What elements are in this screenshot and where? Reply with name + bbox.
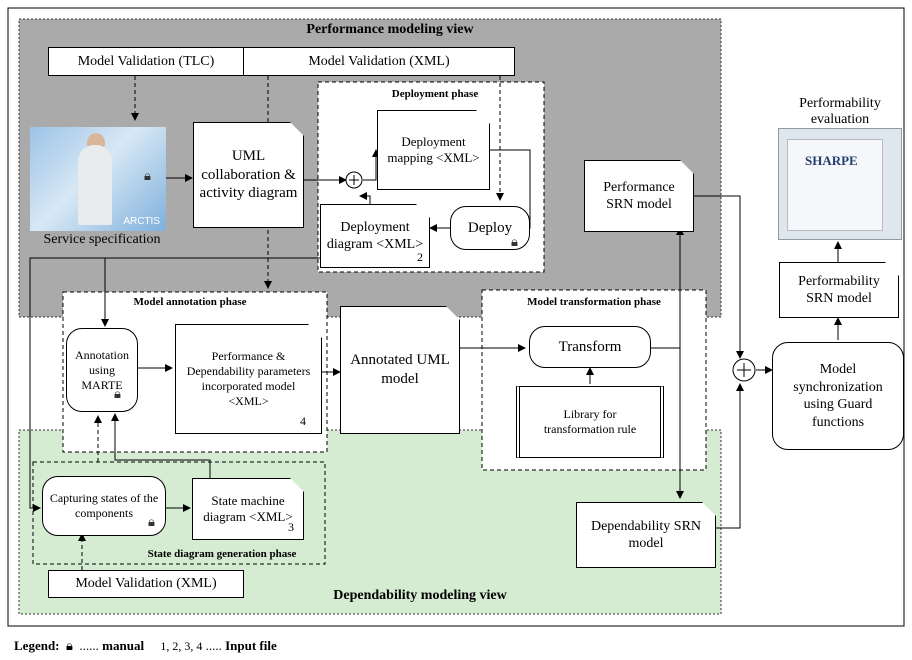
deployment-mapping-doc: Deployment mapping <XML> bbox=[377, 110, 490, 190]
service-specification-label: Service specification bbox=[43, 232, 161, 247]
performance-view-title: Performance modeling view bbox=[306, 22, 474, 37]
transformation-phase-title: Model transformation phase bbox=[527, 296, 661, 308]
service-specification-image: ARCTIS bbox=[30, 127, 166, 231]
legend-prefix: Legend: bbox=[14, 638, 60, 653]
performance-srn-doc: Performance SRN model bbox=[584, 160, 694, 232]
transform-box: Transform bbox=[529, 326, 651, 368]
dependability-srn-doc: Dependability SRN model bbox=[576, 502, 716, 568]
arctis-logo-text: ARCTIS bbox=[123, 216, 160, 227]
annotated-uml-doc: Annotated UML model bbox=[340, 306, 460, 434]
plus-join-deploy bbox=[345, 171, 363, 189]
capturing-states-box: Capturing states of the components bbox=[42, 476, 166, 536]
performability-srn-doc: Performability SRN model bbox=[779, 262, 899, 318]
legend-input-dots: ..... bbox=[205, 638, 222, 653]
manual-lock-icon: 🔒︎ bbox=[114, 386, 121, 401]
input-number-4: 4 bbox=[300, 414, 306, 428]
legend: Legend: 🔒︎ ...... manual 1, 2, 3, 4 ....… bbox=[14, 638, 277, 654]
deployment-diagram-doc: Deployment diagram <XML> bbox=[320, 204, 430, 268]
legend-numbers: 1, 2, 3, 4 bbox=[160, 639, 203, 653]
validation-tlc-box: Model Validation (TLC) bbox=[48, 47, 244, 76]
input-number-3: 3 bbox=[288, 520, 294, 534]
legend-lock-icon: 🔒︎ bbox=[62, 638, 77, 653]
validation-xml-bottom-box: Model Validation (XML) bbox=[48, 570, 244, 598]
input-number-2: 2 bbox=[417, 250, 423, 264]
legend-manual-dots: ...... bbox=[79, 638, 99, 653]
arrow-state-to-annotation bbox=[111, 413, 211, 478]
arrow-plus-to-mapping bbox=[363, 149, 380, 181]
state-phase-region bbox=[32, 461, 326, 565]
uml-collaboration-doc: UML collaboration & activity diagram bbox=[193, 122, 304, 228]
plus-join-sync bbox=[732, 358, 756, 382]
deploy-box: Deploy bbox=[450, 206, 530, 250]
arrow-perf-srn-to-plus bbox=[694, 195, 744, 359]
state-machine-doc: State machine diagram <XML> bbox=[192, 478, 304, 540]
library-box: Library for transformation rule bbox=[516, 386, 664, 458]
sharpe-screenshot: SHARPE bbox=[778, 128, 902, 240]
dependability-view-title: Dependability modeling view bbox=[333, 588, 507, 603]
annotation-phase-title: Model annotation phase bbox=[133, 296, 247, 308]
arrow-diagram-to-annotation bbox=[101, 257, 320, 327]
annotation-marte-box: Annotation using MARTE bbox=[66, 328, 138, 412]
state-phase-title: State diagram generation phase bbox=[147, 548, 297, 560]
perf-dep-params-doc: Performance & Dependability parameters i… bbox=[175, 324, 322, 434]
manual-lock-icon: 🔒︎ bbox=[144, 168, 151, 183]
legend-manual: manual bbox=[102, 638, 145, 653]
legend-input-file: Input file bbox=[225, 638, 277, 653]
performability-evaluation-label: Performability evaluation bbox=[799, 96, 881, 128]
model-synchronization-box: Model synchronization using Guard functi… bbox=[772, 342, 904, 450]
arrow-dep-srn-to-plus bbox=[716, 383, 744, 529]
manual-lock-icon: 🔒︎ bbox=[148, 514, 155, 529]
validation-xml-top-box: Model Validation (XML) bbox=[243, 47, 515, 76]
sharpe-title: SHARPE bbox=[805, 153, 858, 168]
deployment-phase-title: Deployment phase bbox=[391, 88, 479, 100]
manual-lock-icon: 🔒︎ bbox=[511, 234, 518, 249]
